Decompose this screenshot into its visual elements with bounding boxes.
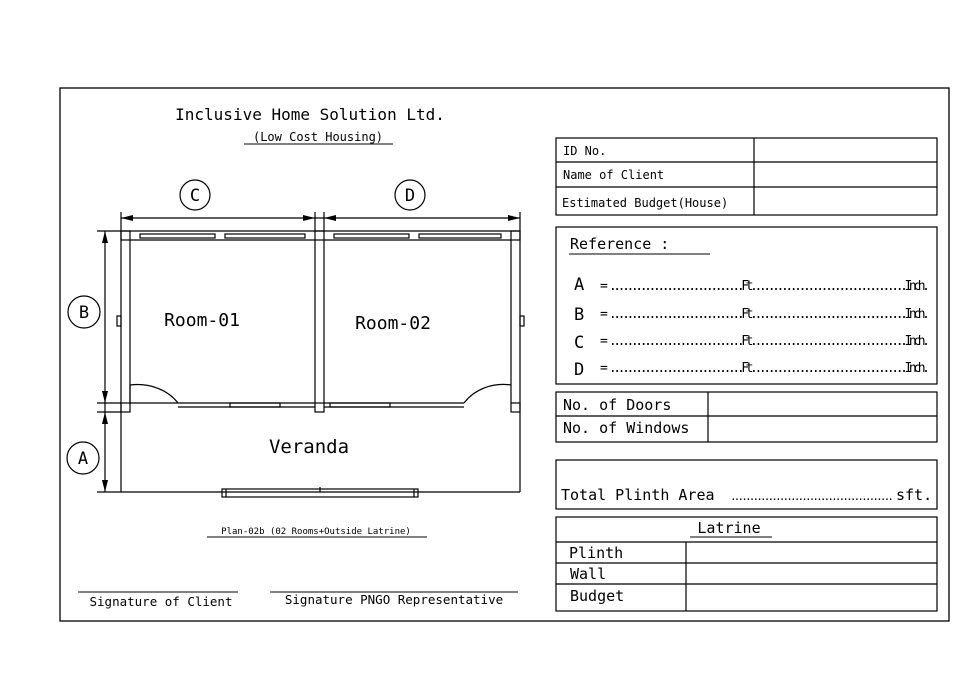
doors-count-label: No. of Doors (563, 396, 671, 414)
door-swing-room1 (129, 383, 179, 404)
veranda-label: Veranda (269, 436, 349, 458)
window-room1-front (229, 402, 281, 408)
plinth-area-dots: ........................................… (730, 490, 894, 503)
reference-letter-b: B (574, 305, 584, 325)
reference-row-a: = ..............................Ft......… (600, 279, 930, 294)
plinth-area-label: Total Plinth Area (561, 486, 715, 504)
id-no-label: ID No. (563, 144, 606, 158)
dimension-d-label: D (405, 186, 415, 206)
plinth-area-box (555, 459, 938, 510)
dimension-c-label: C (190, 186, 200, 206)
info-table (555, 137, 938, 216)
window-room2-top-right (418, 233, 502, 239)
dimension-b-marker (67, 295, 101, 329)
reference-letter-c: C (574, 333, 584, 353)
reference-letter-d: D (574, 360, 584, 380)
sheet-border (59, 87, 950, 622)
dimension-c-marker (179, 179, 211, 211)
plinth-area-unit: sft. (896, 486, 932, 504)
latrine-title: Latrine (697, 519, 760, 537)
reference-row-c: = ..............................Ft......… (600, 334, 930, 349)
latrine-wall-label: Wall (570, 565, 606, 583)
plan-caption: Plan-02b (02 Rooms+Outside Latrine) (221, 527, 411, 537)
floor-plan (66, 179, 525, 498)
client-name-label: Name of Client (563, 168, 664, 182)
representative-signature-label: Signature PNGO Representative (285, 592, 503, 607)
window-room2-front (329, 402, 391, 408)
room-01-label: Room-01 (164, 310, 240, 331)
window-room1-top-left (139, 233, 216, 239)
company-title: Inclusive Home Solution Ltd. (175, 105, 445, 124)
window-room1-top-right (224, 233, 306, 239)
dimension-arrowheads (102, 215, 520, 492)
client-signature-label: Signature of Client (90, 594, 233, 609)
latrine-table (555, 516, 938, 612)
dimension-b-label: B (79, 303, 89, 323)
reference-row-d: = ..............................Ft......… (600, 361, 930, 376)
estimated-budget-label: Estimated Budget(House) (562, 196, 728, 210)
reference-row-b: = ..............................Ft......… (600, 307, 930, 322)
latrine-plinth-label: Plinth (569, 544, 623, 562)
latrine-budget-label: Budget (570, 587, 624, 605)
reference-letter-a: A (574, 275, 584, 295)
project-subtitle: (Low Cost Housing) (253, 130, 383, 144)
reference-box (555, 226, 938, 385)
dimension-d-marker (394, 179, 426, 211)
window-room2-top-left (333, 233, 410, 239)
door-swing-room2 (463, 383, 512, 404)
dimension-a-label: A (78, 449, 88, 469)
windows-count-label: No. of Windows (563, 419, 689, 437)
dimension-a-marker (66, 441, 100, 475)
reference-title: Reference : (570, 235, 669, 253)
room-02-label: Room-02 (355, 313, 431, 334)
openings-table (555, 391, 938, 443)
